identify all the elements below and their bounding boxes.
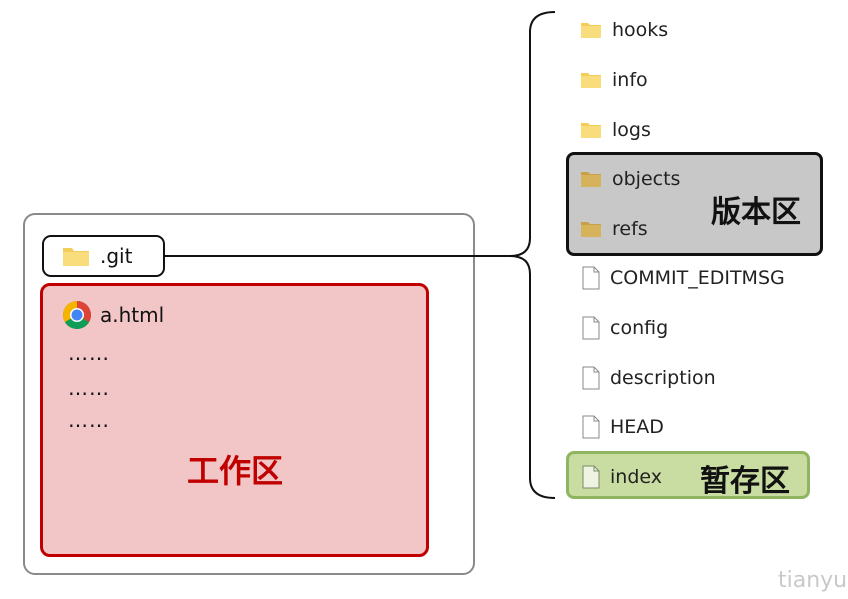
tree-item-label: objects (612, 168, 681, 190)
tree-item-info[interactable]: info (580, 65, 648, 95)
watermark: tianyu (778, 568, 848, 593)
folder-icon (581, 23, 601, 38)
html-file-item[interactable]: a.html (62, 300, 164, 330)
tree-item-hooks[interactable]: hooks (580, 15, 668, 45)
tree-item-label: refs (612, 218, 648, 240)
folder-icon (581, 172, 601, 187)
version-area-label: 版本区 (711, 195, 801, 230)
chrome-icon (63, 301, 91, 329)
working-area-label: 工作区 (187, 452, 284, 490)
git-folder-label: .git (100, 244, 133, 268)
tree-item-label: info (612, 69, 648, 91)
tree-item-label: description (610, 367, 716, 389)
repository-box (23, 213, 475, 575)
staging-area-label: 暂存区 (700, 464, 790, 499)
working-area-box (40, 283, 429, 557)
version-area-box (566, 152, 823, 256)
file-icon (582, 465, 600, 489)
tree-item-commit-editmsg[interactable]: COMMIT_EDITMSG (582, 263, 785, 293)
git-folder-box[interactable]: .git (42, 235, 165, 277)
tree-item-objects[interactable]: objects (580, 164, 680, 194)
tree-item-label: HEAD (610, 416, 664, 438)
tree-item-refs[interactable]: refs (580, 214, 648, 244)
file-icon (582, 266, 600, 290)
ellipsis-line: …… (68, 408, 110, 432)
tree-item-label: config (610, 317, 669, 339)
ellipsis-line: …… (68, 341, 110, 365)
tree-item-logs[interactable]: logs (580, 115, 651, 145)
tree-item-label: logs (612, 119, 651, 141)
folder-icon (581, 123, 601, 138)
file-icon (582, 366, 600, 390)
staging-area-box (566, 451, 810, 499)
folder-icon (581, 73, 601, 88)
ellipsis-line: …… (68, 376, 110, 400)
folder-icon (63, 248, 89, 266)
file-icon (582, 415, 600, 439)
tree-item-index[interactable]: index (582, 462, 662, 492)
file-icon (582, 316, 600, 340)
html-file-name: a.html (100, 303, 165, 327)
tree-item-config[interactable]: config (582, 313, 668, 343)
tree-item-label: hooks (612, 19, 669, 41)
tree-item-description[interactable]: description (582, 363, 716, 393)
tree-item-label: COMMIT_EDITMSG (610, 267, 785, 289)
tree-item-label: index (610, 466, 662, 488)
tree-item-head[interactable]: HEAD (582, 412, 664, 442)
folder-icon (581, 222, 601, 237)
